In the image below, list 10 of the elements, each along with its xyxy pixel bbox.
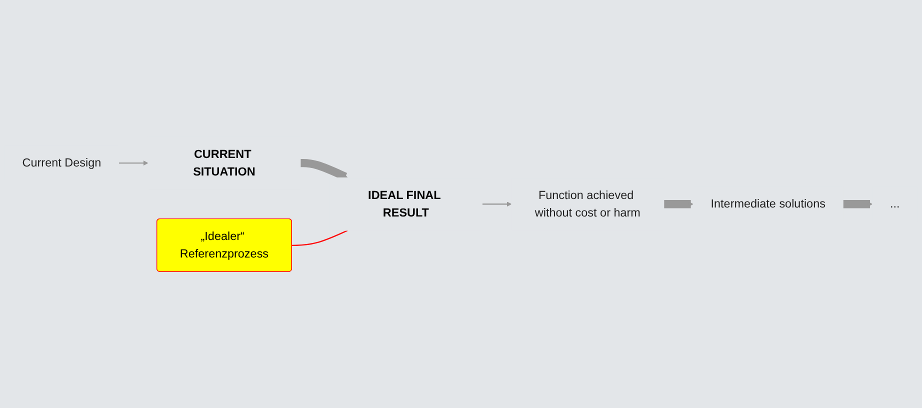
arrow	[662, 200, 694, 208]
node-text: IDEAL FINAL RESULT	[368, 188, 441, 220]
node-text: Current Design	[22, 156, 102, 170]
arrow	[482, 201, 512, 207]
node-text: CURRENT SITUATION	[193, 148, 256, 178]
node-text: Function achieved without cost or harm	[534, 188, 640, 220]
connector	[292, 230, 348, 246]
arrow	[118, 160, 148, 166]
node-text: Intermediate solutions	[710, 198, 826, 210]
node-text: ...	[890, 198, 900, 210]
